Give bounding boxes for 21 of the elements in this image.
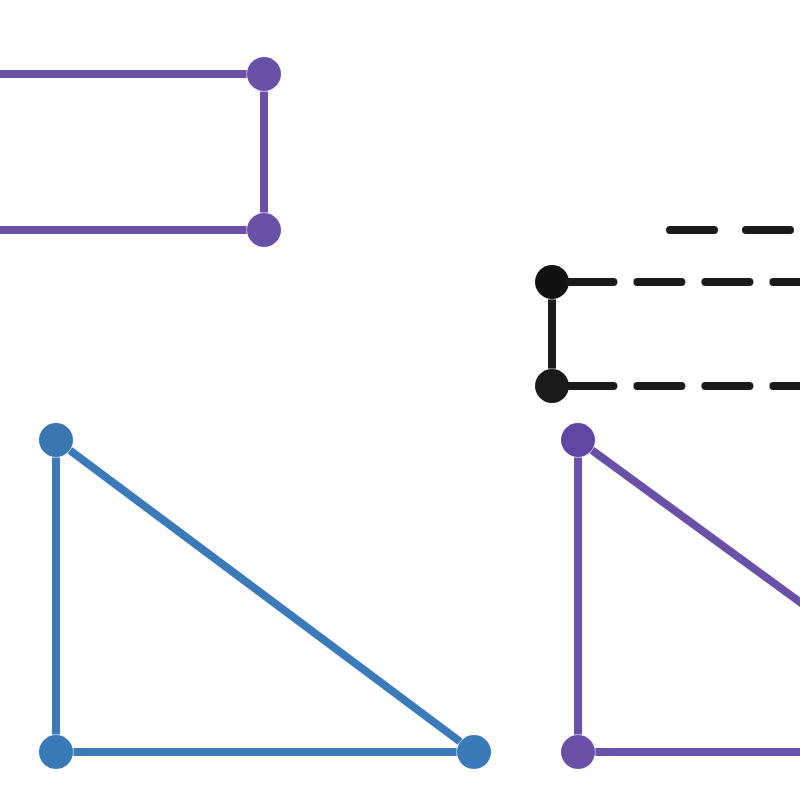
line [73, 748, 457, 756]
line [574, 457, 582, 735]
line [565, 278, 800, 286]
dot [535, 369, 569, 403]
dot [561, 423, 595, 457]
dot [561, 735, 595, 769]
line [260, 91, 268, 213]
dot [457, 735, 491, 769]
line [0, 226, 247, 234]
dot [39, 735, 73, 769]
dot [39, 423, 73, 457]
line [67, 447, 463, 745]
line [595, 748, 800, 756]
line [548, 299, 556, 369]
dot [535, 265, 569, 299]
dot [247, 213, 281, 247]
line [52, 457, 60, 735]
line [589, 447, 800, 612]
dot [247, 57, 281, 91]
line [0, 70, 247, 78]
line [565, 382, 800, 390]
